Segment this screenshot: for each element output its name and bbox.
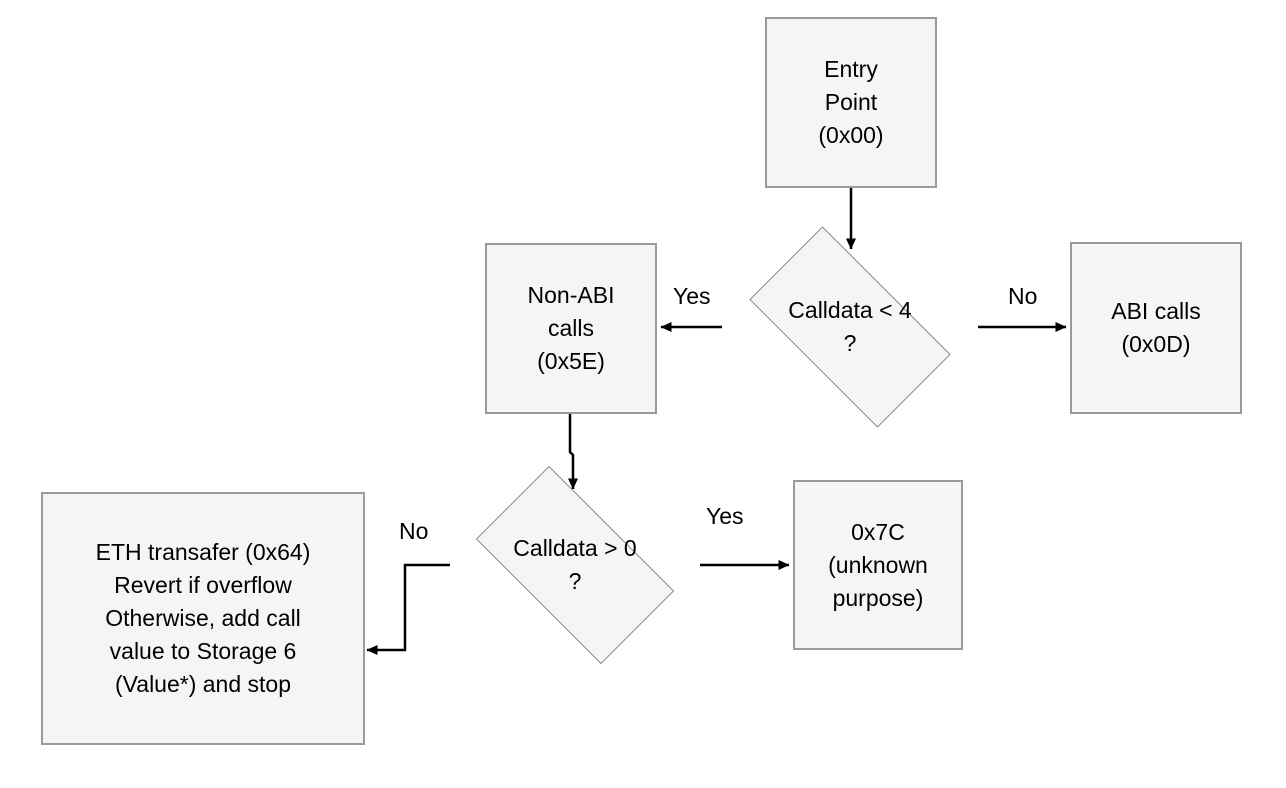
node-non-abi-calls[interactable]: Non-ABI calls (0x5E) [485, 243, 657, 414]
node-unknown-purpose[interactable]: 0x7C (unknown purpose) [793, 480, 963, 650]
node-decision-calldata-gt-0-label: Calldata > 0 ? [513, 535, 637, 594]
node-eth-transfer[interactable]: ETH transafer (0x64) Revert if overflow … [41, 492, 365, 745]
edge-non-abi-to-calldata-gt-0 [568, 414, 578, 490]
node-abi-calls[interactable]: ABI calls (0x0D) [1070, 242, 1242, 414]
edge-label-calldata-lt-4-no: No [1008, 283, 1038, 309]
edge-calldata-gt-0-no [366, 563, 450, 655]
node-entry-point[interactable]: Entry Point (0x00) [765, 17, 937, 188]
edge-label-calldata-gt-0-no: No [399, 518, 429, 544]
edge-label-calldata-lt-4-yes: Yes [673, 283, 711, 309]
node-decision-calldata-lt-4[interactable]: Calldata < 4 ? [722, 226, 978, 428]
edge-label-calldata-gt-0-yes: Yes [706, 503, 744, 529]
node-decision-calldata-gt-0[interactable]: Calldata > 0 ? [450, 465, 700, 665]
node-decision-calldata-lt-4-label: Calldata < 4 ? [788, 297, 912, 356]
